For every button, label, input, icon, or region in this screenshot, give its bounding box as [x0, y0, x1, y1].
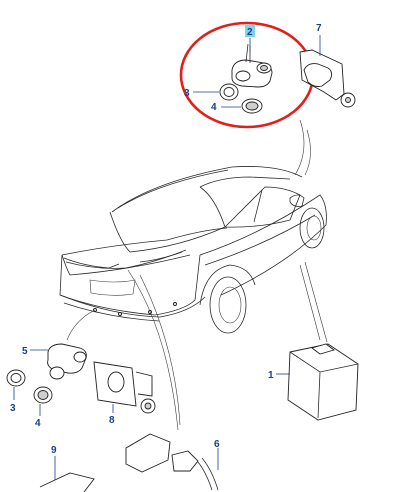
parking-sensor-part[interactable] — [231, 38, 273, 88]
parking-aid-module[interactable] — [276, 343, 359, 421]
callout-2-highlight — [245, 25, 255, 37]
sensor-bracket-8[interactable] — [93, 361, 156, 414]
callout-4-bottom[interactable]: 4 — [35, 418, 41, 429]
callout-5[interactable]: 5 — [22, 346, 28, 357]
callout-3-top[interactable]: 3 — [184, 88, 190, 99]
callout-2[interactable]: 2 — [247, 27, 253, 38]
sensor-ring-top[interactable] — [193, 83, 239, 101]
wiring-harness[interactable] — [125, 433, 219, 491]
callout-3-bottom[interactable]: 3 — [10, 403, 16, 414]
callout-9[interactable]: 9 — [51, 445, 57, 456]
harness-part-9[interactable] — [39, 456, 95, 492]
callout-7[interactable]: 7 — [316, 23, 322, 34]
sensor-bezel-top[interactable] — [221, 98, 263, 114]
parking-sensor-lower[interactable] — [30, 343, 87, 380]
sensor-ring-bottom[interactable] — [6, 369, 26, 400]
callout-4-top[interactable]: 4 — [211, 102, 217, 113]
callout-1[interactable]: 1 — [268, 370, 274, 381]
sensor-bezel-bottom[interactable] — [33, 386, 53, 416]
vehicle-outline — [59, 166, 327, 334]
callout-6[interactable]: 6 — [214, 439, 220, 450]
callout-8[interactable]: 8 — [109, 415, 115, 426]
sensor-bracket-7[interactable] — [299, 35, 356, 108]
